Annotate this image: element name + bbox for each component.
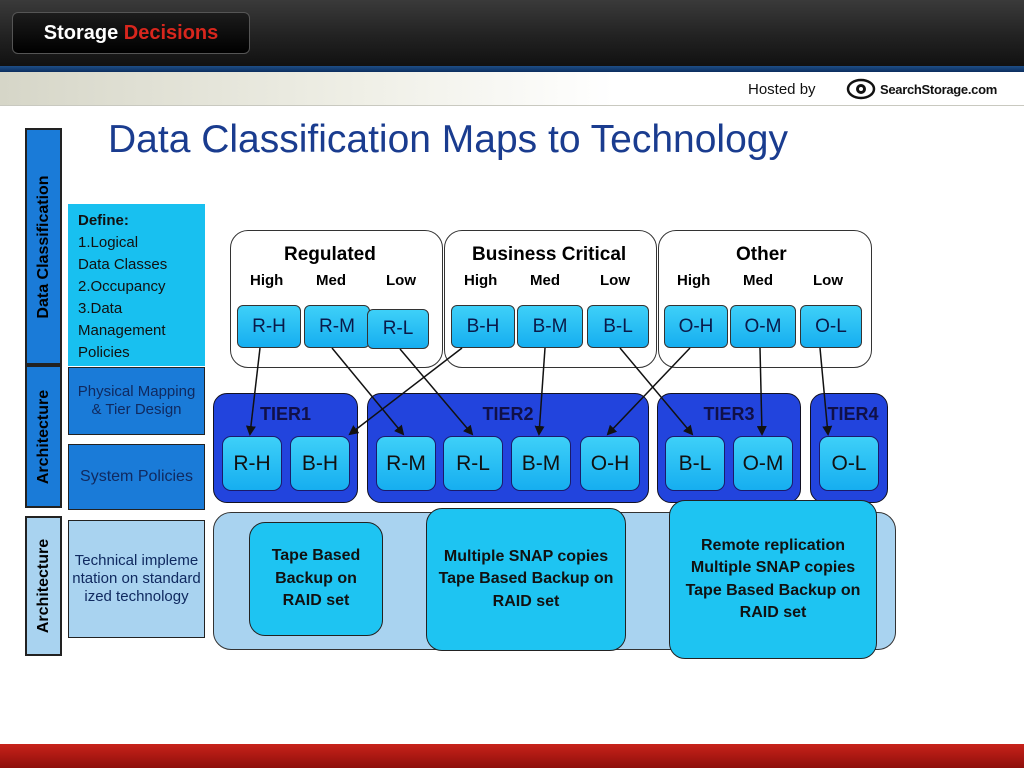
define-line: 3.Data	[78, 300, 123, 317]
tech-box-tape-backup: Tape Based Backup on RAID set	[249, 522, 383, 636]
tier4-label: TIER4	[827, 404, 879, 424]
tier-item-o-l: O-L	[819, 436, 879, 491]
logo-text-storage: Storage	[43, 21, 119, 44]
technical-implementation-box: Technical implementation on standardized…	[68, 520, 205, 638]
side-label-text: Data Classification	[34, 174, 52, 319]
class-item-b-h: B-H	[451, 305, 515, 348]
class-item-r-h: R-H	[237, 305, 301, 348]
tier-item-r-l: R-L	[443, 436, 503, 491]
level-med: Med	[743, 272, 773, 289]
physical-mapping-text: Physical Mapping & Tier Design	[77, 383, 196, 418]
define-line: Data Classes	[78, 256, 168, 273]
level-low: Low	[813, 272, 843, 289]
storage-decisions-logo: Storage Decisions	[12, 12, 250, 54]
searchstorage-logo: SearchStorage.com	[846, 74, 1016, 104]
group-title-other: Other	[736, 244, 787, 265]
system-policies-box: System Policies	[68, 444, 205, 510]
tier-item-o-h: O-H	[580, 436, 640, 491]
tech-box-snap-copies: Multiple SNAP copies Tape Based Backup o…	[426, 508, 626, 651]
level-high: High	[464, 272, 498, 289]
tier-item-r-h: R-H	[222, 436, 282, 491]
page-title: Data Classification Maps to Technology	[108, 118, 788, 161]
class-item-o-m: O-M	[730, 305, 796, 348]
tier-item-b-h: B-H	[290, 436, 350, 491]
level-med: Med	[316, 272, 346, 289]
header-stripe	[0, 66, 1024, 72]
side-label-text: Architecture	[34, 538, 52, 634]
define-line: Policies	[78, 344, 130, 361]
tier-item-o-m: O-M	[733, 436, 793, 491]
tier3-label: TIER3	[703, 404, 755, 424]
define-heading: Define:	[78, 212, 129, 229]
define-line: 1.Logical	[78, 234, 139, 251]
class-item-o-l: O-L	[800, 305, 862, 348]
side-label-architecture-1: Architecture	[25, 365, 62, 508]
footer-bar	[0, 744, 1024, 768]
define-box: Define: 1.Logical Data Classes 2.Occupan…	[68, 204, 205, 366]
logo-text-decisions: Decisions	[123, 21, 219, 44]
level-med: Med	[530, 272, 560, 289]
eye-icon	[846, 78, 876, 100]
class-item-r-l: R-L	[367, 309, 429, 349]
technical-implementation-text: Technical implementation on standardized…	[72, 552, 201, 605]
side-label-text: Architecture	[34, 389, 52, 484]
system-policies-text: System Policies	[80, 468, 193, 486]
header-band	[0, 72, 1024, 106]
physical-mapping-box: Physical Mapping & Tier Design	[68, 367, 205, 435]
tier1-label: TIER1	[259, 404, 311, 424]
define-line: 2.Occupancy	[78, 278, 166, 295]
class-item-r-m: R-M	[304, 305, 370, 348]
class-item-b-m: B-M	[517, 305, 583, 348]
level-high: High	[677, 272, 711, 289]
define-line: Management	[78, 322, 166, 339]
tier2-label: TIER2	[482, 404, 534, 424]
side-label-architecture-2: Architecture	[25, 516, 62, 656]
group-title-business-critical: Business Critical	[472, 244, 627, 265]
class-item-b-l: B-L	[587, 305, 649, 348]
level-low: Low	[600, 272, 630, 289]
hosted-by-label: Hosted by	[748, 81, 816, 98]
level-low: Low	[386, 272, 416, 289]
tier-item-b-l: B-L	[665, 436, 725, 491]
tech-box-remote-replication: Remote replication Multiple SNAP copies …	[669, 500, 877, 659]
level-high: High	[250, 272, 284, 289]
tier-item-b-m: B-M	[511, 436, 571, 491]
tier-item-r-m: R-M	[376, 436, 436, 491]
side-label-data-classification: Data Classification	[25, 128, 62, 365]
searchstorage-text: SearchStorage.com	[880, 81, 998, 97]
group-title-regulated: Regulated	[284, 244, 376, 265]
class-item-o-h: O-H	[664, 305, 728, 348]
